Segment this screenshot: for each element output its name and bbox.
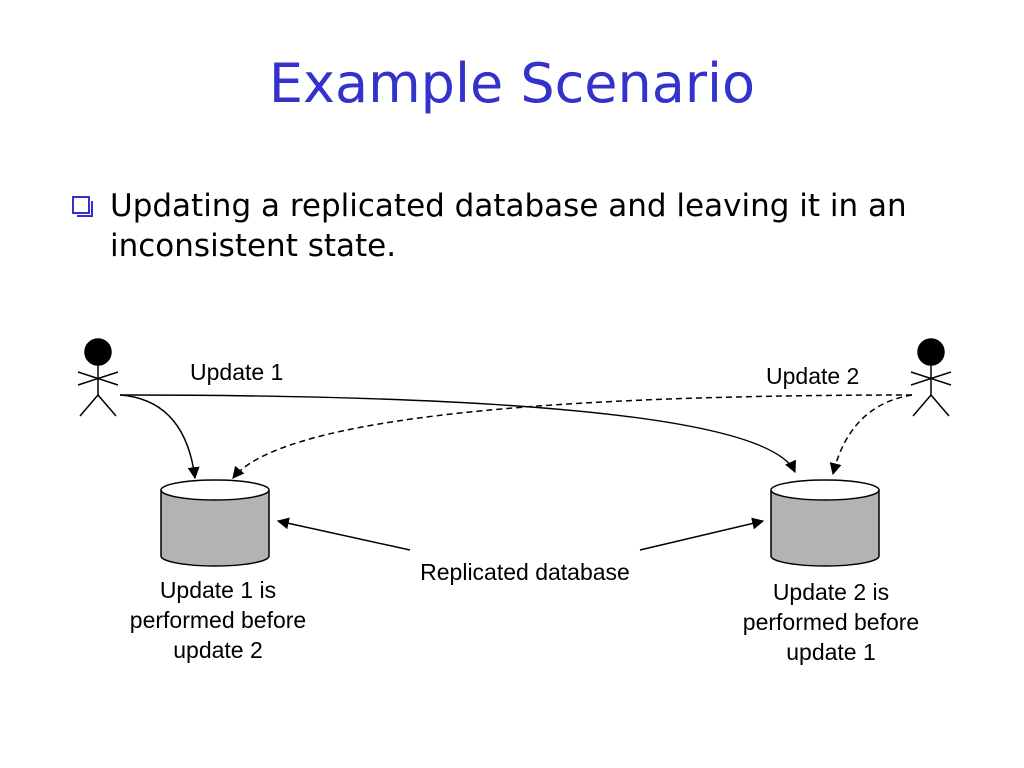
right-caption-line-1: Update 2 is [773, 579, 889, 605]
replicated-database-label: Replicated database [420, 559, 630, 585]
update1-arrow-to-left-db [119, 394, 200, 480]
bullet-item: Updating a replicated database and leavi… [72, 186, 952, 266]
right-database-icon [770, 479, 880, 567]
update1-arrow-to-right-db [119, 394, 796, 474]
right-caption-line-2: performed before [743, 609, 919, 635]
replicated-arrow-left [276, 517, 411, 551]
replicated-arrow-right [639, 517, 765, 551]
update2-arrow-to-left-db [232, 394, 913, 479]
update2-arrow-to-right-db [829, 394, 913, 476]
left-caption-line-2: performed before [130, 607, 306, 633]
right-client-icon [910, 338, 952, 417]
right-caption-line-3: update 1 [786, 639, 876, 665]
square-bullet-icon [72, 196, 93, 217]
update2-label: Update 2 [766, 363, 859, 389]
slide-title: Example Scenario [268, 52, 756, 115]
bullet-text: Updating a replicated database and leavi… [110, 188, 907, 264]
left-database-icon [160, 479, 270, 567]
left-caption-line-1: Update 1 is [160, 577, 276, 603]
update1-label: Update 1 [190, 359, 283, 385]
left-client-icon [77, 338, 119, 417]
left-caption-line-3: update 2 [173, 637, 263, 663]
